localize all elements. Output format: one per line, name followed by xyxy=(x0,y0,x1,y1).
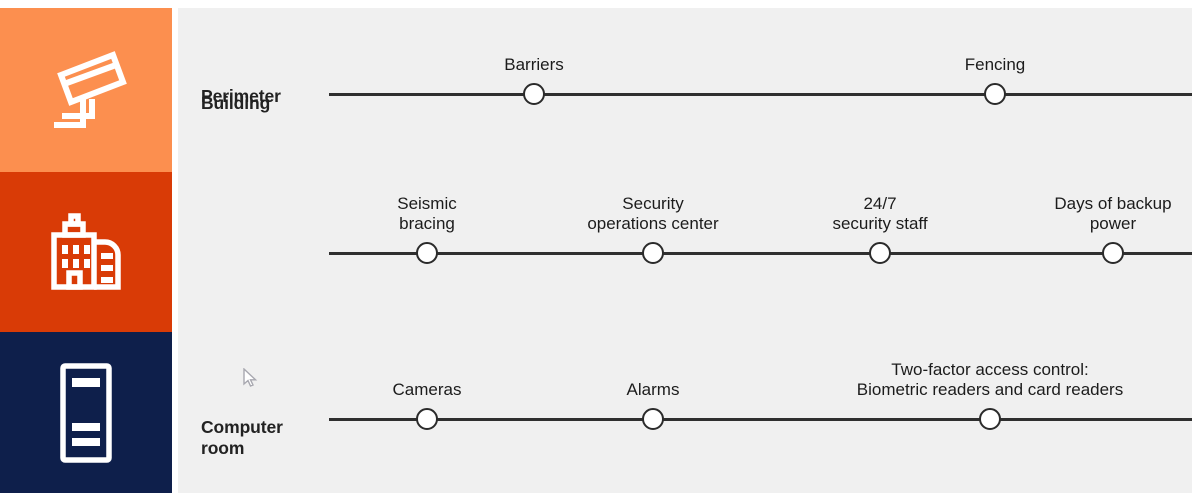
node-marker-icon[interactable] xyxy=(642,408,664,430)
timeline-axis xyxy=(329,252,1192,255)
timeline-axis xyxy=(329,93,1192,96)
icon-rail xyxy=(0,8,172,493)
track-label-building: Building xyxy=(201,93,271,113)
node-marker-icon[interactable] xyxy=(523,83,545,105)
node-label: Two-factor access control: Biometric rea… xyxy=(856,359,1124,400)
node-marker-icon[interactable] xyxy=(416,408,438,430)
security-camera-icon xyxy=(54,51,127,128)
rail-band-computer-room xyxy=(0,332,172,493)
timeline-row-computer-room: Computer room Cameras Alarms Two-factor … xyxy=(178,332,1192,493)
office-building-icon xyxy=(51,213,121,290)
node-marker-icon[interactable] xyxy=(869,242,891,264)
server-tower-icon xyxy=(60,362,112,463)
node-label: Fencing xyxy=(964,55,1026,75)
node-marker-icon[interactable] xyxy=(416,242,438,264)
node-marker-icon[interactable] xyxy=(642,242,664,264)
timeline-canvas: Perimeter Barriers Fencing Building Seis… xyxy=(178,8,1192,493)
node-label: Days of backup power xyxy=(1054,193,1172,234)
node-label: Seismic bracing xyxy=(397,193,457,234)
node-label: Cameras xyxy=(392,380,462,400)
node-label: 24/7 security staff xyxy=(832,193,928,234)
rail-band-building xyxy=(0,172,172,332)
rail-band-perimeter xyxy=(0,8,172,172)
node-marker-icon[interactable] xyxy=(1102,242,1124,264)
timeline-row-building: Building Seismic bracing Security operat… xyxy=(178,93,1192,332)
timeline-row-perimeter: Perimeter Barriers Fencing xyxy=(178,8,1192,172)
timeline-axis xyxy=(329,418,1192,421)
node-label: Barriers xyxy=(504,55,564,75)
node-label: Security operations center xyxy=(587,193,719,234)
node-label: Alarms xyxy=(626,380,680,400)
node-marker-icon[interactable] xyxy=(979,408,1001,430)
track-label-computer-room: Computer room xyxy=(201,417,283,459)
node-marker-icon[interactable] xyxy=(984,83,1006,105)
track-label-perimeter: Perimeter xyxy=(201,86,281,106)
